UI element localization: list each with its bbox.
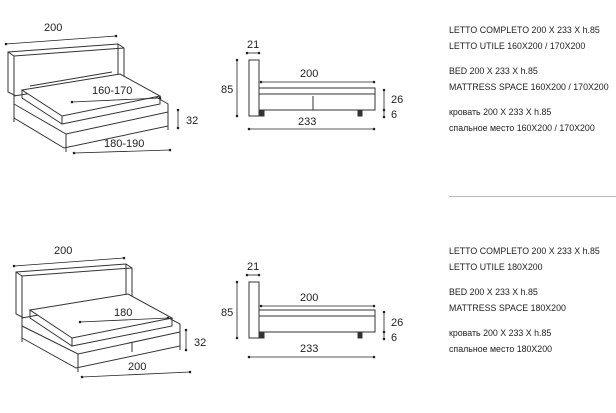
bottom-spec-ru-1: кровать 200 X 233 X h.85 — [449, 328, 552, 339]
bottom-side-dimensions — [235, 273, 386, 359]
top-spec-it-1: LETTO COMPLETO 200 X 233 X h.85 — [449, 25, 600, 36]
top-iso-dimensions — [4, 34, 180, 155]
bottom-side-length-label: 233 — [300, 343, 318, 355]
bottom-spec-block: LETTO COMPLETO 200 X 233 X h.85 LETTO UT… — [449, 244, 601, 358]
top-iso-height-label: 32 — [186, 115, 198, 127]
bottom-spec-ru-2: спальное место 180X200 — [449, 344, 553, 355]
bottom-side-inner-label: 200 — [300, 292, 318, 304]
bottom-iso-length-label: 200 — [128, 361, 146, 373]
top-side-length-label: 233 — [298, 116, 316, 128]
top-iso-length-label: 180-190 — [104, 138, 144, 150]
bottom-spec-it-1: LETTO COMPLETO 200 X 233 X h.85 — [449, 246, 600, 257]
top-iso-inner-label: 160-170 — [92, 85, 132, 97]
bottom-iso-height-label: 32 — [194, 337, 206, 349]
top-side-dimensions — [235, 51, 386, 131]
top-side-head-label: 21 — [247, 39, 259, 51]
top-side-leg-label: 6 — [391, 109, 397, 121]
bottom-iso-inner-label: 180 — [114, 307, 132, 319]
bottom-side-head-label: 21 — [247, 261, 259, 273]
bottom-side-frame-label: 26 — [391, 317, 403, 329]
top-spec-it-2: LETTO UTILE 160X200 / 170X200 — [449, 41, 586, 52]
bottom-spec-it-2: LETTO UTILE 180X200 — [449, 262, 543, 273]
bottom-side-height-label: 85 — [221, 307, 233, 319]
bottom-iso-width-label: 200 — [54, 245, 72, 257]
top-spec-block: LETTO COMPLETO 200 X 233 X h.85 LETTO UT… — [449, 23, 609, 137]
top-side-inner-label: 200 — [300, 68, 318, 80]
top-side-bed — [248, 59, 376, 117]
bottom-side-leg-label: 6 — [391, 332, 397, 344]
top-spec-ru-2: спальное место 160X200 / 170X200 — [449, 123, 595, 134]
top-spec-ru-1: кровать 200 X 233 X h.85 — [449, 107, 552, 118]
bottom-spec-en-1: BED 200 X 233 X h.85 — [449, 287, 538, 298]
top-spec-en-2: MATTRESS SPACE 160X200 / 170X200 — [449, 82, 609, 93]
top-spec-en-1: BED 200 X 233 X h.85 — [449, 66, 538, 77]
top-side-frame-label: 26 — [391, 94, 403, 106]
top-iso-bed — [7, 43, 169, 152]
bottom-side-bed — [248, 281, 376, 339]
bottom-iso-dimensions — [12, 256, 192, 379]
bottom-spec-en-2: MATTRESS SPACE 180X200 — [449, 303, 566, 314]
bottom-iso-bed — [15, 263, 181, 372]
top-side-height-label: 85 — [221, 84, 233, 96]
top-iso-width-label: 200 — [44, 22, 62, 34]
section-divider — [449, 196, 616, 197]
